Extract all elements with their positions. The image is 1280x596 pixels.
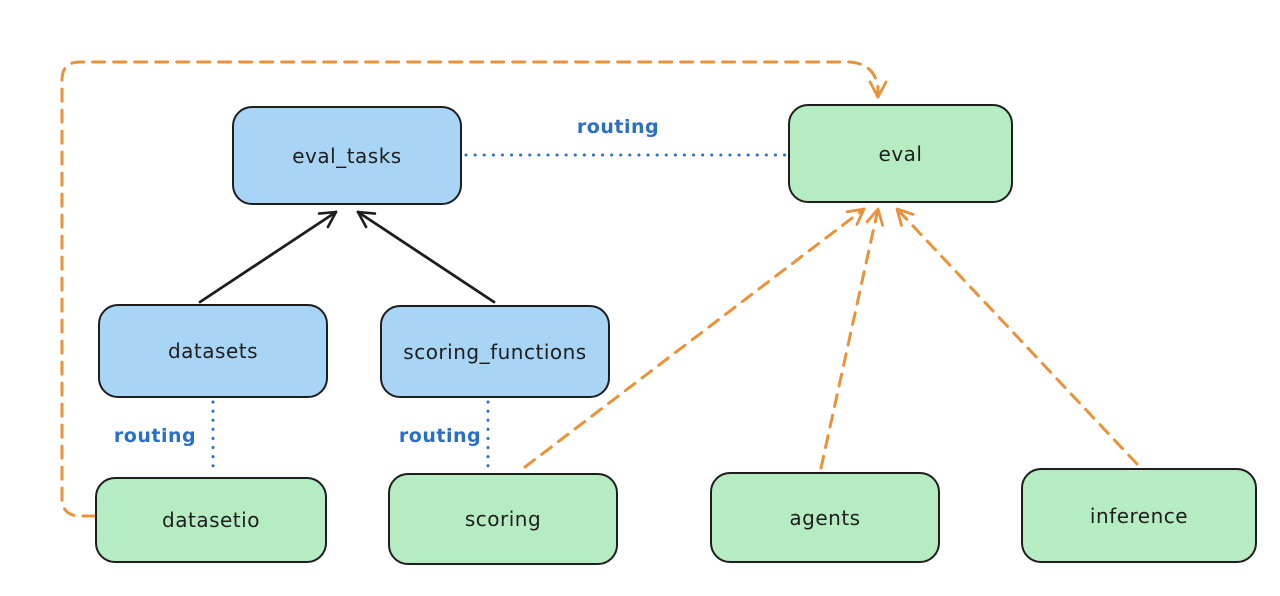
node-scoring: scoring (388, 473, 618, 565)
edge-scoring-functions-to-eval-tasks (356, 210, 496, 304)
routing-label-eval-tasks-eval: routing (576, 116, 660, 138)
node-scoring-functions: scoring_functions (380, 305, 610, 398)
node-agents-label: agents (789, 505, 861, 530)
edge-inference-to-eval (895, 207, 1139, 466)
node-eval: eval (788, 104, 1013, 203)
edge-scoring-to-eval (523, 207, 866, 469)
node-datasetio: datasetio (95, 477, 327, 563)
node-eval-tasks-label: eval_tasks (292, 143, 402, 168)
routing-label-datasets-datasetio: routing (113, 425, 197, 447)
node-scoring-label: scoring (464, 507, 542, 531)
node-scoring-functions-label: scoring_functions (403, 339, 587, 364)
node-inference-label: inference (1089, 503, 1189, 528)
node-inference: inference (1021, 468, 1257, 563)
node-datasetio-label: datasetio (162, 508, 260, 532)
node-datasets: datasets (98, 304, 328, 398)
routing-label-scoring-functions-scoring: routing (398, 425, 482, 447)
node-eval-tasks: eval_tasks (232, 106, 462, 205)
edge-datasetio-to-eval-loop (60, 60, 888, 518)
node-agents: agents (710, 472, 940, 563)
node-datasets-label: datasets (167, 339, 259, 363)
node-eval-label: eval (878, 141, 923, 166)
edge-datasets-to-eval-tasks (198, 210, 338, 304)
edge-agents-to-eval (819, 207, 884, 470)
